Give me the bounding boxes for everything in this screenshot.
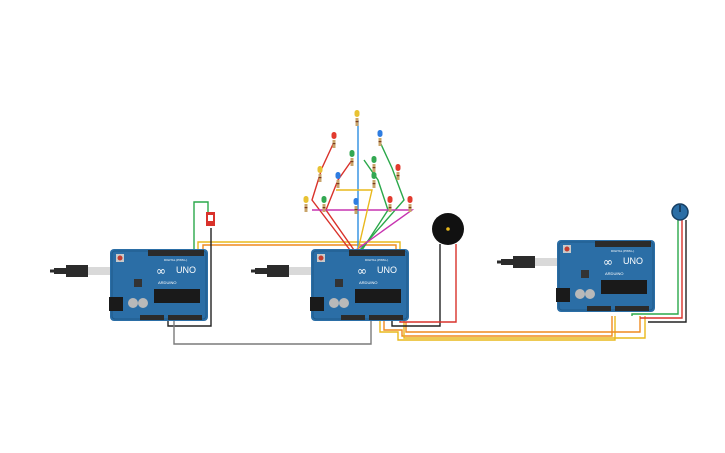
- led[interactable]: [303, 196, 309, 212]
- potentiometer[interactable]: [671, 203, 689, 221]
- wire-yellow-bottom[interactable]: [379, 316, 616, 341]
- wire-tree-red-1[interactable]: [311, 141, 351, 251]
- wire-tree-magenta[interactable]: [312, 209, 415, 251]
- piezo-buzzer[interactable]: [432, 213, 464, 245]
- led[interactable]: [387, 196, 393, 212]
- led[interactable]: [395, 164, 401, 180]
- led[interactable]: [371, 156, 377, 172]
- led[interactable]: [321, 196, 327, 212]
- board-left-sub: ARDUINO: [158, 280, 176, 285]
- arduino-middle[interactable]: UNO ∞ ARDUINO DIGITAL (PWM~): [309, 248, 410, 322]
- wire-green-pot[interactable]: [631, 220, 679, 316]
- arduino-right[interactable]: UNO ∞ ARDUINO DIGITAL (PWM~): [555, 239, 656, 313]
- led[interactable]: [353, 198, 359, 214]
- board-left-brand: UNO: [176, 265, 196, 275]
- wire-black-switch[interactable]: [167, 228, 212, 327]
- board-left-logo: ∞: [156, 264, 166, 278]
- led[interactable]: [371, 172, 377, 188]
- wire-green-switch[interactable]: [193, 201, 209, 249]
- wires: [167, 120, 687, 345]
- board-right-hdr: DIGITAL (PWM~): [611, 249, 634, 253]
- wire-yellow-top[interactable]: [197, 241, 401, 250]
- arduino-left[interactable]: UNO ∞ ARDUINO DIGITAL (PWM~): [108, 248, 209, 322]
- wire-black-buzzer[interactable]: [391, 244, 441, 327]
- wire-tree-green-2[interactable]: [361, 159, 389, 251]
- wire-gray-bottom[interactable]: [173, 320, 372, 345]
- wire-yellow-right[interactable]: [403, 316, 646, 339]
- led[interactable]: [349, 150, 355, 166]
- wire-black-pot[interactable]: [648, 220, 687, 323]
- wire-tree-yellow[interactable]: [336, 189, 373, 251]
- led[interactable]: [335, 172, 341, 188]
- wire-red-pot[interactable]: [640, 220, 683, 319]
- wire-tree-green-1[interactable]: [359, 141, 405, 251]
- usb-plug-left[interactable]: [50, 265, 110, 277]
- board-right-sub: ARDUINO: [605, 271, 623, 276]
- usb-plug-right[interactable]: [497, 256, 557, 268]
- board-middle-sub: ARDUINO: [359, 280, 377, 285]
- led[interactable]: [331, 132, 337, 148]
- board-left-hdr: DIGITAL (PWM~): [164, 258, 187, 262]
- wire-orange-right[interactable]: [405, 316, 641, 333]
- board-right-brand: UNO: [623, 256, 643, 266]
- usb-plug-middle[interactable]: [251, 265, 311, 277]
- led[interactable]: [377, 130, 383, 146]
- led[interactable]: [317, 166, 323, 182]
- wire-tree-red-2[interactable]: [325, 159, 355, 251]
- board-right-logo: ∞: [603, 255, 613, 269]
- board-middle-brand: UNO: [377, 265, 397, 275]
- led-tree[interactable]: [303, 110, 413, 214]
- slide-switch[interactable]: [206, 212, 215, 226]
- board-middle-hdr: DIGITAL (PWM~): [365, 258, 388, 262]
- board-middle-logo: ∞: [357, 264, 367, 278]
- led[interactable]: [354, 110, 360, 126]
- wire-orange-top[interactable]: [202, 244, 397, 250]
- led[interactable]: [407, 196, 413, 212]
